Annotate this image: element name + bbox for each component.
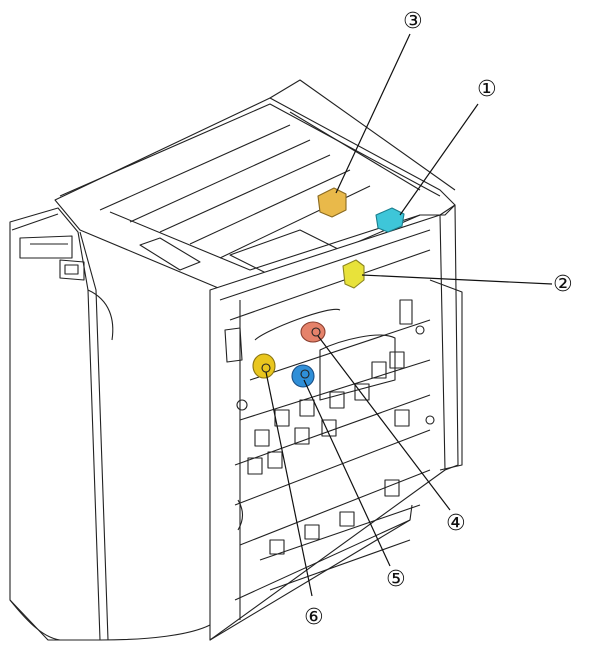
leader-line-3 bbox=[335, 33, 411, 194]
callout-4-label: ④ bbox=[446, 511, 466, 536]
part-2 bbox=[342, 259, 365, 289]
callout-2-label: ② bbox=[553, 272, 573, 297]
callout-1-label: ① bbox=[477, 77, 497, 102]
callout-5-label: ⑤ bbox=[386, 567, 406, 592]
main-body bbox=[209, 204, 463, 641]
part-1 bbox=[375, 207, 405, 233]
leader-line-6 bbox=[265, 371, 313, 597]
part-6 bbox=[252, 353, 276, 379]
part-5 bbox=[291, 364, 315, 388]
leader-line-1 bbox=[399, 103, 479, 216]
part-4 bbox=[300, 321, 326, 343]
part-3 bbox=[317, 187, 347, 218]
leader-line-2 bbox=[361, 274, 553, 285]
leader-line-5 bbox=[303, 379, 391, 567]
front-door-panel bbox=[9, 207, 211, 641]
callout-6-label: ⑥ bbox=[304, 605, 324, 630]
leader-line-4 bbox=[317, 335, 451, 511]
callout-3-label: ③ bbox=[403, 9, 423, 34]
